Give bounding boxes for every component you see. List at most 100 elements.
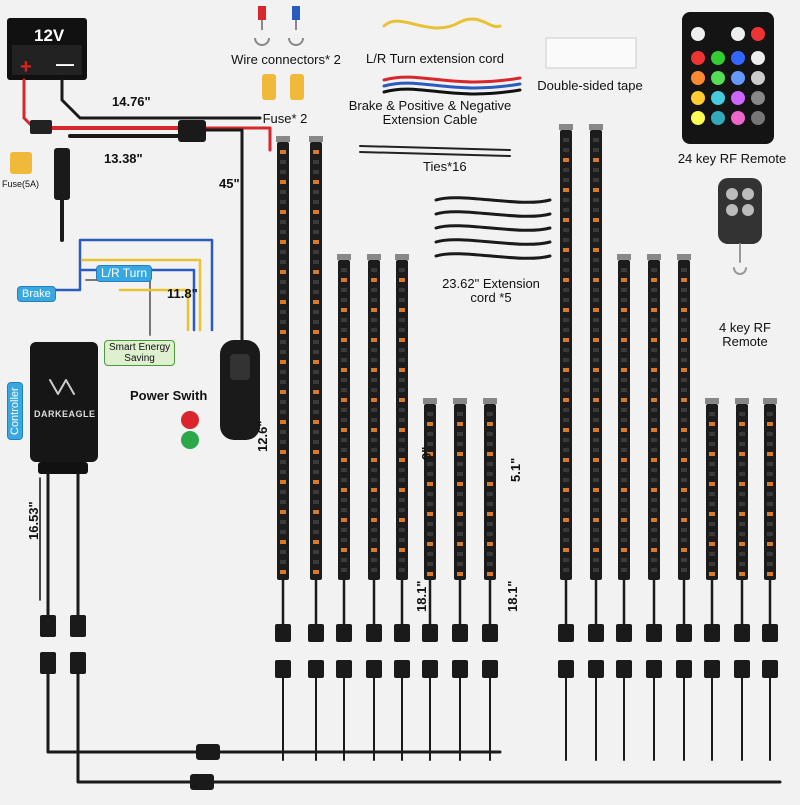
led-chip <box>341 468 347 472</box>
led-chip <box>563 408 569 412</box>
led-strip-endcap <box>337 254 351 260</box>
led-chip <box>313 570 319 574</box>
led-chip <box>621 558 627 562</box>
led-chip <box>709 412 715 416</box>
led-chip <box>681 378 687 382</box>
led-chip <box>371 318 377 322</box>
inline-fuse-holder <box>30 120 52 134</box>
zip-ties-icon <box>359 145 511 157</box>
led-chip <box>709 562 715 566</box>
harness-plug <box>178 120 206 142</box>
led-chip <box>651 268 657 272</box>
led-chip <box>563 268 569 272</box>
led-chip <box>399 268 405 272</box>
led-chip <box>487 462 493 466</box>
led-chip <box>681 348 687 352</box>
ties-label: Ties*16 <box>423 159 467 174</box>
brake-wire-blue <box>28 238 214 332</box>
led-chip <box>681 418 687 422</box>
controller-connector-female <box>70 652 86 674</box>
led-chip <box>651 398 657 402</box>
led-chip <box>739 562 745 566</box>
remote4-keychain <box>733 243 747 275</box>
led-chip <box>681 448 687 452</box>
led-chip <box>313 400 319 404</box>
led-chip <box>280 240 286 244</box>
led-chip <box>341 368 347 372</box>
led-chip <box>399 288 405 292</box>
led-chip <box>313 190 319 194</box>
led-chip <box>371 298 377 302</box>
controller-connector-female <box>40 652 56 674</box>
strip-connector-female <box>646 660 662 678</box>
led-chip <box>399 328 405 332</box>
led-chip <box>681 368 687 372</box>
led-chip <box>709 512 715 516</box>
strip-connector-female <box>762 660 778 678</box>
strip-connector-male <box>452 624 468 642</box>
extension-cord-coil <box>434 224 552 232</box>
led-chip <box>651 318 657 322</box>
led-chip <box>739 512 745 516</box>
led-chip <box>563 498 569 502</box>
led-chip <box>341 428 347 432</box>
led-chip <box>709 472 715 476</box>
led-chip <box>681 508 687 512</box>
led-chip <box>280 510 286 514</box>
strip-connector-male <box>734 624 750 642</box>
remote24-label: 24 key RF Remote <box>677 151 787 166</box>
bus-wire-b <box>76 672 782 784</box>
led-chip <box>457 452 463 456</box>
led-chip <box>563 448 569 452</box>
led-chip <box>487 502 493 506</box>
led-chip <box>427 412 433 416</box>
led-chip <box>593 428 599 432</box>
led-chip <box>371 478 377 482</box>
led-chip <box>651 438 657 442</box>
led-chip <box>621 358 627 362</box>
led-strip-endcap <box>559 124 573 130</box>
led-chip <box>621 498 627 502</box>
remote24-body <box>682 12 774 144</box>
led-chip <box>341 318 347 322</box>
led-chip <box>681 488 687 492</box>
led-chip <box>399 448 405 452</box>
brake-cable-black <box>382 87 522 96</box>
strip-connector-male <box>336 624 352 642</box>
dim-9: 9" <box>419 446 434 460</box>
smart-saving-tag: Smart Energy Saving <box>104 340 176 366</box>
led-chip <box>593 188 599 192</box>
led-chip <box>563 418 569 422</box>
led-chip <box>457 512 463 516</box>
remote24-key <box>731 27 745 41</box>
led-chip <box>313 560 319 564</box>
led-chip <box>593 528 599 532</box>
led-chip <box>651 468 657 472</box>
led-chip <box>651 488 657 492</box>
remote24-key <box>731 91 745 105</box>
led-chip <box>681 478 687 482</box>
smart-saving-wire <box>85 279 151 336</box>
led-chip <box>563 178 569 182</box>
led-chip <box>767 572 773 576</box>
dim-11-8: 11.8" <box>167 286 198 301</box>
led-chip <box>371 338 377 342</box>
led-chip <box>709 462 715 466</box>
dim-45: 45" <box>219 176 240 191</box>
remote24-key <box>731 51 745 65</box>
led-chip <box>621 348 627 352</box>
led-chip <box>739 522 745 526</box>
led-chip <box>709 422 715 426</box>
dim-16-53: 16.53" <box>26 501 41 540</box>
led-chip <box>313 180 319 184</box>
led-chip <box>621 398 627 402</box>
led-chip <box>621 268 627 272</box>
led-chip <box>651 368 657 372</box>
led-chip <box>621 518 627 522</box>
strip-connector-male <box>366 624 382 642</box>
led-chip <box>313 200 319 204</box>
led-chip <box>457 552 463 556</box>
led-chip <box>621 448 627 452</box>
led-chip <box>280 390 286 394</box>
led-chip <box>280 570 286 574</box>
